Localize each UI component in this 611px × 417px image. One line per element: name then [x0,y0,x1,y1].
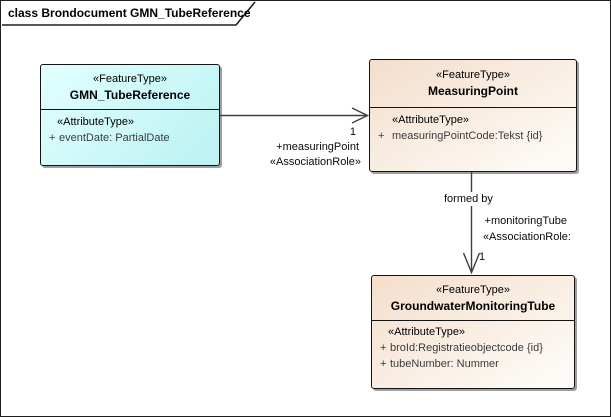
class-name: MeasuringPoint [427,84,518,98]
association-measuring-point[interactable] [220,107,370,124]
association-stereotype-label: «AssociationRole» [269,156,361,168]
role-label: +monitoringTube [484,215,567,227]
attribute-visibility: + [380,358,387,370]
attribute-text: broId:Registratieobjectcode {id} [390,342,543,354]
attribute-text: tubeNumber: Nummer [390,358,499,370]
attribute-row[interactable]: + broId:Registratieobjectcode {id} [372,340,572,356]
attribute-stereotype: «AttributeType» [388,326,466,338]
attribute-text: measuringPointCode:Tekst {id} [392,130,543,142]
class-name: GMN_TubeReference [69,87,191,102]
class-attributes: «AttributeType» + eventDate: PartialDate [41,110,219,165]
class-groundwater-monitoring-tube[interactable]: «FeatureType» GroundwaterMonitoringTube … [371,275,575,389]
class-gmn-tubereference[interactable]: «FeatureType» GMN_TubeReference «Attribu… [40,64,220,166]
multiplicity-label: 1 [479,251,486,263]
class-attributes: «AttributeType» + broId:Registratieobjec… [372,321,574,388]
class-header: «FeatureType» GroundwaterMonitoringTube [372,276,574,321]
class-name: GroundwaterMonitoringTube [390,298,556,313]
multiplicity-label: 1 [349,126,356,138]
attribute-row[interactable]: + eventDate: PartialDate [41,130,217,146]
attribute-visibility: + [49,132,56,144]
attribute-row[interactable]: + tubeNumber: Nummer [372,356,572,372]
class-attributes: «AttributeType» + measuringPointCode:Tek… [370,108,576,171]
class-header: «FeatureType» MeasuringPoint [370,60,576,108]
attribute-row[interactable]: + measuringPointCode:Tekst {id} [370,128,574,144]
association-name-label: formed by [441,192,496,206]
frame-tab-border [2,1,256,26]
class-header: «FeatureType» GMN_TubeReference [41,65,219,110]
attribute-text: eventDate: PartialDate [59,132,170,144]
class-stereotype: «FeatureType» [436,283,510,296]
attribute-visibility: + [378,130,385,142]
association-monitoring-tube[interactable] [462,172,481,275]
diagram-frame-title: class Brondocument GMN_TubeReference [8,6,251,20]
role-label: +measuringPoint [276,141,359,153]
attribute-stereotype: «AttributeType» [57,116,135,128]
attribute-stereotype: «AttributeType» [392,114,470,126]
class-stereotype: «FeatureType» [436,69,510,81]
class-measuring-point[interactable]: «FeatureType» MeasuringPoint «AttributeT… [369,59,577,172]
class-stereotype: «FeatureType» [93,72,167,85]
association-stereotype-label: «AssociationRole: [482,231,571,243]
attribute-visibility: + [380,342,387,354]
